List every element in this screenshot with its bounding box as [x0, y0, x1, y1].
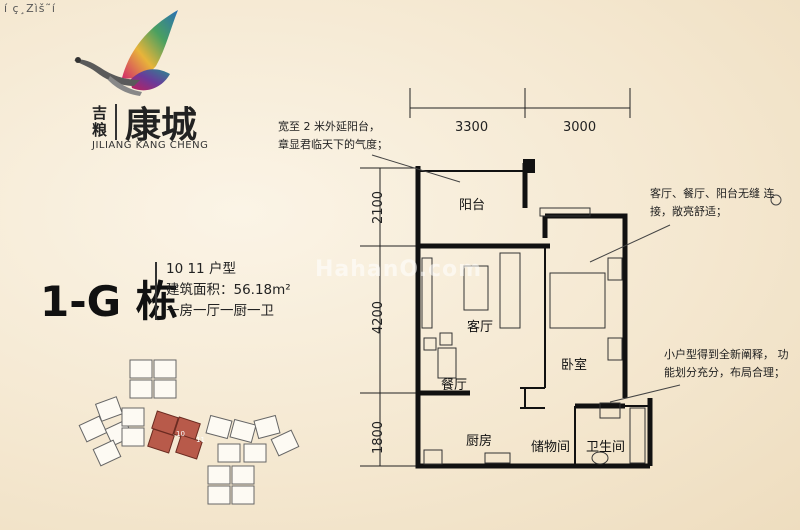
note-balcony-line1: 宽至 2 米外延阳台， [278, 120, 380, 133]
brand-small-line2: 粮 [92, 121, 108, 139]
brand-small-line1: 吉 [92, 104, 108, 122]
keyplan-unit-a: 10 [176, 430, 185, 438]
note-flow-line2: 接，敞亮舒适； [650, 205, 727, 218]
keyplan-unit-b: 11 [196, 436, 205, 444]
unit-layout: 一房一厅一厨一卫 [166, 303, 274, 319]
dim-top-left: 3300 [455, 120, 489, 135]
brand-divider [115, 104, 118, 140]
brand-english: JILIANG KANG CHENG [92, 140, 209, 151]
room-storage: 储物间 [531, 440, 571, 455]
building-divider [155, 262, 157, 320]
brand-name: 康城 [125, 104, 198, 146]
room-dining: 餐厅 [441, 378, 468, 393]
unit-area: 建筑面积：56.18m² [166, 282, 291, 298]
room-bedroom: 卧室 [561, 358, 588, 373]
note-flow: 客厅、餐厅、阳台无缝 连 接，敞亮舒适； [650, 185, 775, 221]
unit-type: 10 11 户型 [166, 261, 236, 277]
building-title: 1-G 栋 [40, 277, 178, 326]
room-balcony: 阳台 [459, 198, 486, 213]
room-kitchen: 厨房 [466, 434, 493, 449]
room-bathroom: 卫生间 [586, 440, 626, 455]
brand-small-text: 吉 粮 [92, 105, 107, 139]
note-small-line1: 小户型得到全新阐释， 功 [664, 348, 789, 361]
note-flow-line1: 客厅、餐厅、阳台无缝 连 [650, 187, 775, 200]
note-small-unit: 小户型得到全新阐释， 功 能划分充分，布局合理； [664, 346, 789, 382]
garbled-header-text: í ç¸Zìš˜í [4, 2, 56, 15]
key-plan: 10 11 [78, 359, 300, 505]
floor-plan-drawing [360, 88, 653, 469]
room-living: 客厅 [467, 320, 494, 335]
bird-logo-icon [74, 10, 178, 96]
dim-top-right: 3000 [563, 120, 597, 135]
brand-logo: 吉 粮 康城 [92, 96, 197, 148]
note-balcony: 宽至 2 米外延阳台， 章显君临天下的气度； [278, 118, 388, 154]
unit-info: 10 11 户型 建筑面积：56.18m² 一房一厅一厨一卫 [166, 259, 291, 322]
note-small-line2: 能划分充分，布局合理； [664, 366, 785, 379]
watermark: HahanO.com [315, 257, 483, 282]
note-balcony-line2: 章显君临天下的气度； [278, 138, 388, 151]
